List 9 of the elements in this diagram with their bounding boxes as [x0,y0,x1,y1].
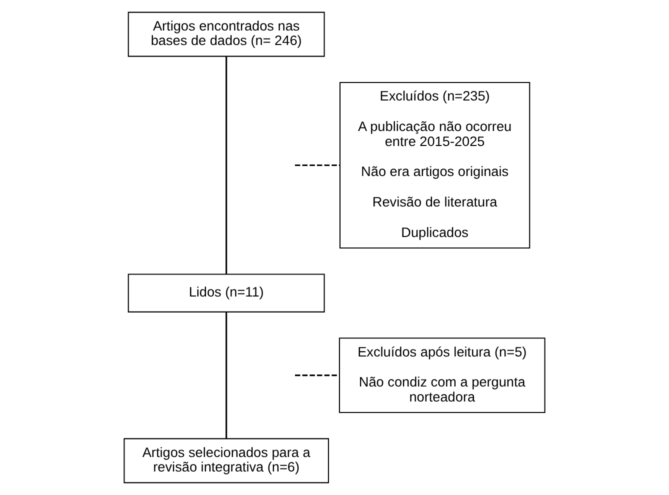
connector [226,312,228,439]
node-box: Artigos selecionados para a revisão integrativa (n=6) [124,438,329,484]
node-box: Lidos (n=11) [128,274,325,312]
connector [294,164,340,166]
node-box: Excluídos (n=235) A publicação não ocorreu entre 2015-2025 Não era artigos originais Revisão de literatura Duplicados [339,82,530,249]
connector [295,374,340,376]
node-box: Artigos encontrados nas bases de dados (n= 246) [128,12,325,57]
node-box: Excluídos após leitura (n=5) Não condiz com a pergunta norteadora [338,338,546,414]
connector [226,56,228,274]
